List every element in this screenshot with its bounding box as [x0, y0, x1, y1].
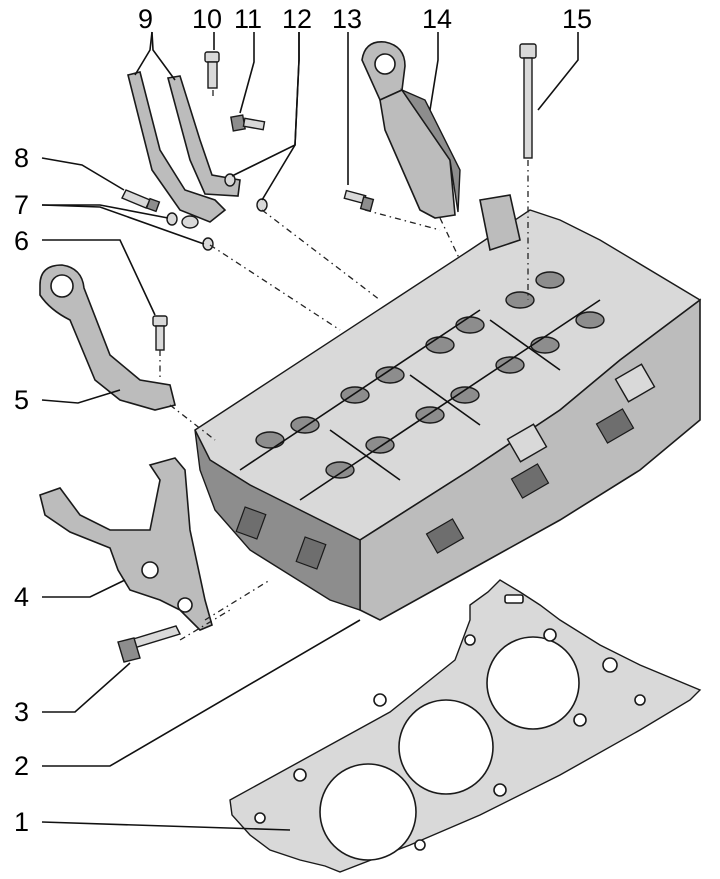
lifting-eye [361, 41, 461, 219]
bolt [152, 315, 168, 351]
bolt [117, 625, 181, 663]
seal [224, 173, 268, 212]
callout-9: 9 [138, 4, 153, 34]
bolt [230, 114, 266, 132]
callout-1: 1 [14, 807, 29, 837]
callout-15: 15 [562, 4, 592, 34]
callout-10: 10 [192, 4, 222, 34]
callout-3: 3 [14, 697, 29, 727]
bolt [204, 51, 220, 89]
cylinder-head-bolt [519, 43, 537, 159]
assembly-lines [159, 90, 529, 641]
callout-7: 7 [14, 190, 29, 220]
leader-lines [41, 31, 579, 831]
callout-8: 8 [14, 143, 29, 173]
bolt [121, 189, 161, 213]
callout-13: 13 [332, 4, 362, 34]
callout-12: 12 [282, 4, 312, 34]
callout-2: 2 [14, 751, 29, 781]
lifting-eye-bracket [39, 457, 213, 631]
callout-5: 5 [14, 385, 29, 415]
callout-4: 4 [14, 582, 29, 612]
callout-11: 11 [234, 4, 262, 34]
cylinder-head [194, 194, 702, 621]
callout-14: 14 [422, 4, 452, 34]
pipe [127, 71, 241, 229]
bolt [343, 189, 375, 212]
cylinder-head-gasket [229, 579, 702, 873]
callout-6: 6 [14, 226, 29, 256]
callout-labels: 1 2 3 4 5 6 7 8 9 10 11 12 13 14 15 [14, 4, 592, 837]
lifting-eye [39, 264, 176, 411]
